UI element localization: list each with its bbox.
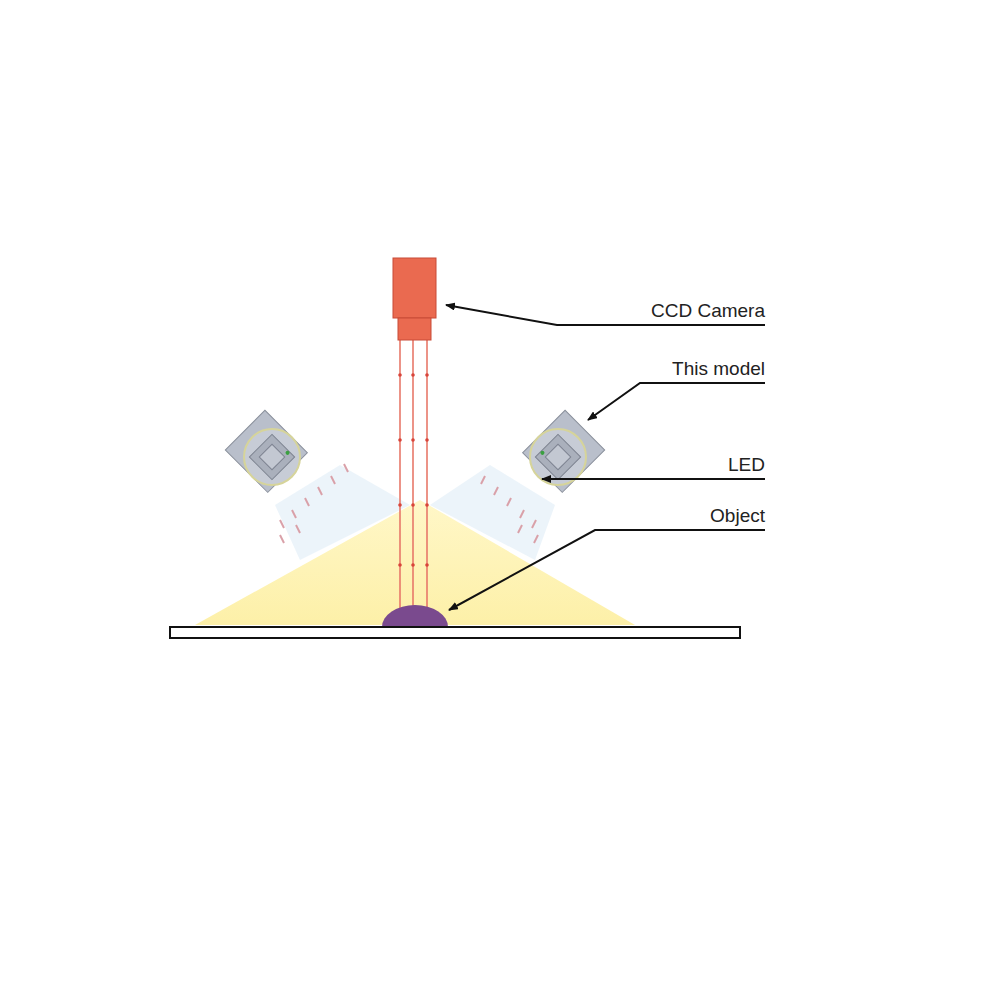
camera-lens [398,318,431,340]
camera-label: CCD Camera [651,301,765,320]
object [382,605,448,627]
base-plate [170,627,740,638]
camera-body [393,258,436,318]
led-beam [430,465,555,560]
led-housing [225,410,311,496]
model-label: This model [672,359,765,378]
camera-beams [400,340,427,612]
beam-dots [398,373,429,567]
led-housing [518,410,604,496]
led-beam [275,465,410,560]
object-label: Object [710,506,765,525]
led-label: LED [728,455,765,474]
ray-ticks [280,464,538,543]
leader-lines [446,305,765,610]
